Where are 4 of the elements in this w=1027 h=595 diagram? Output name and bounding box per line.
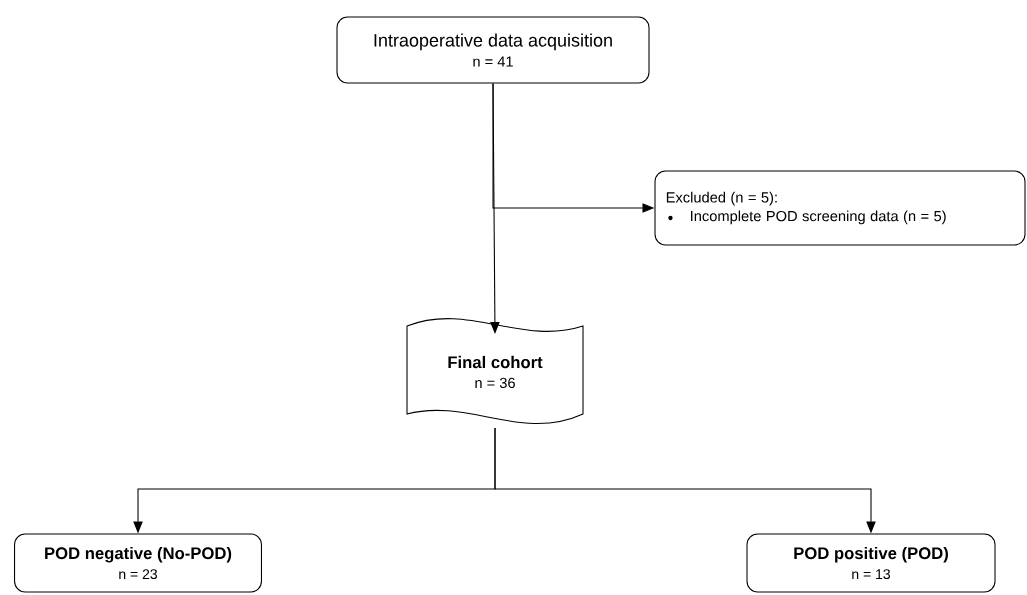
process-box: Intraoperative data acquisition n = 41	[336, 16, 650, 84]
process-box: POD negative (No-POD) n = 23	[14, 533, 262, 593]
process-box: POD positive (POD) n = 13	[746, 533, 996, 593]
exclusion-box: Excluded (n = 5): Incomplete POD screening data (n = 5)	[654, 170, 1026, 246]
